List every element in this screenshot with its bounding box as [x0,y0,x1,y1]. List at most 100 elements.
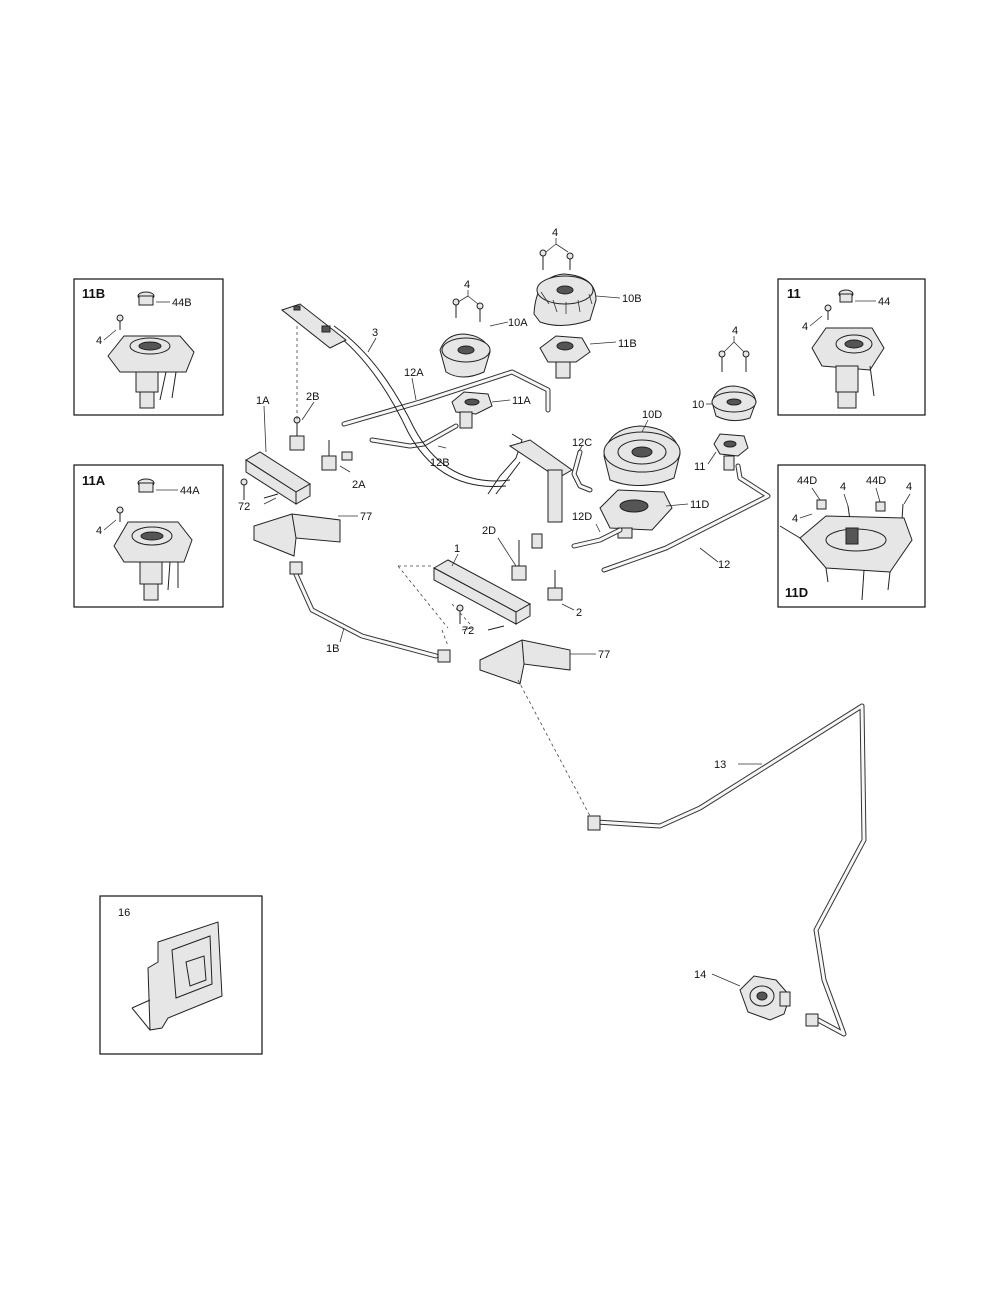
callout-labels: 4 10B 4 10A 11B 3 12A 11A 2B 1A 2A 12B 7… [238,227,738,981]
valve-2B [289,416,305,451]
burner-head-10A [439,333,491,378]
callout-13: 13 [714,759,726,771]
cap-icon-44D-right [875,501,886,512]
inset-box-11D: 44D 4 44D 4 4 11D [777,464,926,608]
gas-tube-12 [601,463,771,573]
bracket-77-center [479,639,571,685]
cap-icon-44 [838,289,854,303]
bracket-77-left [253,513,341,557]
inset-title-11: 11 [787,286,801,301]
gas-tube-12A [341,369,551,427]
burner-base-11 [713,433,749,471]
callout-10: 10 [692,399,704,411]
leader-lines [263,238,762,987]
callout-11A: 11A [512,395,531,407]
valve-2A [321,440,353,471]
callout-77-center: 77 [598,649,610,661]
callout-4-10: 4 [732,325,738,337]
callout-4-11D-mid: 4 [840,481,846,493]
callout-11D: 11D [690,499,709,511]
callout-14: 14 [694,969,706,981]
callout-2B: 2B [306,391,319,403]
burner-head-10 [711,385,757,422]
gas-tube-12D [571,527,623,549]
callout-4-10A: 4 [464,279,470,291]
callout-12A: 12A [404,367,424,379]
inset-title-11A: 11A [82,473,106,488]
callout-11B: 11B [618,338,637,350]
callout-12D: 12D [572,511,592,523]
callout-12: 12 [718,559,730,571]
screw-icon-11B [116,314,124,330]
inset-title-11B: 11B [82,286,105,301]
callout-4-11A: 4 [96,525,102,537]
gas-tube-1B [289,561,451,663]
ignition-wire-3 [327,325,523,495]
inset-box-11B: 11B 44B 4 [73,278,224,416]
callout-44: 44 [878,296,890,308]
valve-2D [511,533,543,581]
inset-title-11D: 11D [785,585,808,600]
bracket-icon-16 [131,921,223,1031]
callout-44D-left: 44D [797,475,817,487]
callout-44B: 44B [172,297,192,309]
burner-base-icon-11 [811,327,885,409]
burner-base-11B [539,335,591,379]
callout-72-left: 72 [238,501,250,513]
callout-10D: 10D [642,409,662,421]
callout-44D-right: 44D [866,475,886,487]
inset-box-16: 16 [99,895,263,1055]
callout-4-11D-right: 4 [906,481,912,493]
callout-4-11: 4 [802,321,808,333]
callout-4-11B: 4 [96,335,102,347]
callout-3: 3 [372,327,378,339]
callout-44A: 44A [180,485,200,497]
screw-icon-11 [824,304,832,320]
callout-12B: 12B [430,457,450,469]
callout-11: 11 [694,461,705,473]
callout-4-10B: 4 [552,227,558,239]
burner-head-10D [603,425,681,487]
wire-bracket-12C [508,439,573,523]
callout-12C: 12C [572,437,592,449]
screws-icon-10A [452,295,484,322]
screws-icon-10 [718,341,750,372]
cap-icon-44A [137,478,155,493]
wire-bracket-3 [280,303,347,349]
alignment-lines [296,326,591,817]
manifold-bar-1 [432,559,532,625]
callout-2A: 2A [352,479,366,491]
inset-box-11: 11 44 4 [777,278,926,416]
burner-base-icon-11A [113,521,193,601]
burner-base-icon-11B [107,335,195,409]
cap-icon-44D-left [816,499,827,510]
callout-77-left: 77 [360,511,372,523]
burner-base-11A [451,391,493,429]
inset-title-16: 16 [118,907,130,919]
gas-tube-12C [571,449,593,493]
callout-1A: 1A [256,395,270,407]
burner-base-icon-11D [779,515,913,601]
screw-72-left [240,478,279,500]
gas-tube-12B [369,423,459,449]
regulator-14 [739,975,791,1021]
inset-box-11A: 11A 44A 4 [73,464,224,608]
screws-icon-10B [539,243,574,270]
callout-4-11D-left: 4 [792,513,798,525]
screw-72-center [456,604,505,631]
callout-1: 1 [454,543,460,555]
callout-72-center: 72 [462,625,474,637]
callout-2: 2 [576,607,582,619]
callout-10B: 10B [622,293,642,305]
screw-icon-11A [116,506,124,522]
burner-base-11D [599,489,673,539]
gas-tube-13 [587,703,867,1037]
cap-icon-44B [137,291,155,306]
burner-head-10B [533,273,597,326]
manifold-bar-1A [245,451,311,505]
callout-2D: 2D [482,525,496,537]
callout-1B: 1B [326,643,339,655]
valve-2 [547,570,563,601]
callout-10A: 10A [508,317,528,329]
